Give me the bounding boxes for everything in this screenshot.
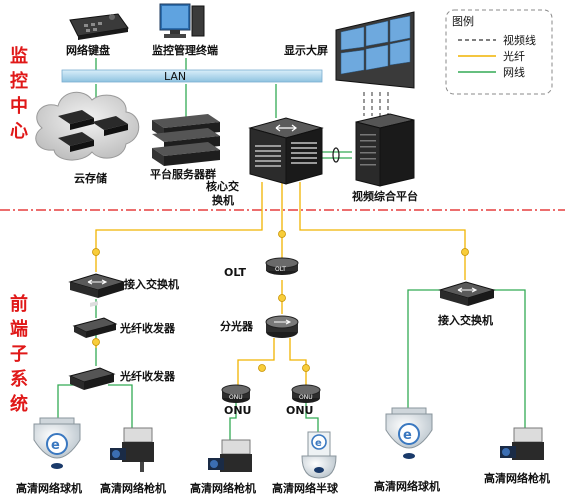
network-keyboard-label: 网络键盘 bbox=[66, 43, 110, 57]
splitter: 分光器 bbox=[220, 315, 299, 338]
legend-fiber: 光纤 bbox=[503, 49, 525, 63]
core-switch-label-line2: 换机 bbox=[212, 193, 234, 207]
section-char: 控 bbox=[10, 70, 28, 92]
onu-2-badge: ONU bbox=[299, 394, 313, 401]
legend-video-line: 视频线 bbox=[503, 33, 536, 47]
section-char: 系 bbox=[10, 369, 28, 390]
legend-lan: 网线 bbox=[503, 65, 525, 79]
bullet-camera-3 bbox=[500, 427, 544, 460]
bullet-camera-1 bbox=[110, 427, 154, 472]
onu-2-label: ONU bbox=[286, 404, 314, 417]
management-terminal: 监控管理终端 bbox=[152, 3, 218, 57]
video-platform: 视频综合平台 bbox=[352, 113, 418, 203]
management-terminal-label: 监控管理终端 bbox=[152, 43, 218, 57]
server-group-label: 平台服务器群 bbox=[150, 167, 216, 181]
section-char: 前 bbox=[10, 293, 28, 315]
fiber-transceiver-2-label: 光纤收发器 bbox=[119, 369, 176, 383]
onu-1-badge: ONU bbox=[229, 394, 243, 401]
legend: 图例 视频线 光纤 网线 bbox=[445, 9, 553, 95]
camera-2-label: 高清网络枪机 bbox=[100, 481, 166, 495]
camera-3-label: 高清网络枪机 bbox=[190, 481, 256, 495]
lan-label: LAN bbox=[164, 70, 186, 83]
camera-1-label: 高清网络球机 bbox=[16, 481, 82, 495]
access-switch-right: 接入交换机 bbox=[438, 281, 496, 327]
section-char: 统 bbox=[10, 393, 28, 415]
section-monitoring-center: 监 控 中 心 bbox=[10, 45, 28, 142]
fiber-transceiver-2: 光纤收发器 bbox=[68, 367, 176, 390]
section-frontend-subsystem: 前 端 子 系 统 bbox=[10, 293, 28, 415]
camera-4-label: 高清网络半球 bbox=[272, 481, 339, 495]
browser-e-icon: e bbox=[403, 428, 412, 443]
video-connections bbox=[363, 92, 389, 116]
core-switch-label-line1: 核心交 bbox=[206, 179, 239, 193]
onu-1-label: ONU bbox=[224, 404, 252, 417]
olt-badge: OLT bbox=[275, 266, 286, 273]
access-switch-right-label: 接入交换机 bbox=[438, 313, 493, 327]
fiber-transceiver-1-label: 光纤收发器 bbox=[119, 321, 176, 335]
browser-e-icon: e bbox=[51, 438, 60, 453]
half-dome-camera: e bbox=[301, 431, 337, 479]
legend-title: 图例 bbox=[452, 14, 474, 28]
browser-e-icon: e bbox=[315, 438, 322, 449]
dome-camera-1: e bbox=[33, 417, 81, 469]
onu-1: ONU ONU bbox=[221, 384, 252, 417]
access-switch-left-label: 接入交换机 bbox=[124, 277, 179, 291]
section-char: 中 bbox=[10, 95, 28, 117]
section-char: 子 bbox=[10, 344, 28, 365]
section-char: 端 bbox=[10, 319, 28, 340]
olt: OLT OLT bbox=[224, 257, 299, 279]
splitter-label: 分光器 bbox=[220, 319, 254, 333]
cloud-storage-label: 云存储 bbox=[74, 171, 107, 185]
video-wall: 显示大屏 bbox=[284, 11, 415, 89]
dome-camera-2: e bbox=[385, 407, 433, 459]
bullet-camera-2 bbox=[208, 439, 252, 472]
access-switch-left: 接入交换机 bbox=[68, 273, 179, 298]
camera-6-label: 高清网络枪机 bbox=[484, 471, 550, 485]
video-platform-label: 视频综合平台 bbox=[352, 189, 418, 203]
section-char: 监 bbox=[10, 45, 28, 67]
section-char: 心 bbox=[10, 121, 28, 142]
network-keyboard: 网络键盘 bbox=[66, 13, 129, 57]
core-switch: 核心交 换机 bbox=[206, 117, 324, 207]
fiber-connector-icons bbox=[92, 230, 469, 372]
fiber-transceiver-1: 光纤收发器 bbox=[72, 301, 176, 338]
onu-2: ONU ONU bbox=[286, 384, 321, 417]
server-group: 平台服务器群 bbox=[150, 114, 220, 181]
lan-bus: LAN bbox=[61, 69, 323, 83]
bundle-ring-icon bbox=[332, 147, 340, 163]
camera-5-label: 高清网络球机 bbox=[374, 479, 440, 493]
olt-label: OLT bbox=[224, 266, 247, 279]
video-wall-label: 显示大屏 bbox=[284, 43, 328, 57]
cloud-storage: 云存储 bbox=[35, 91, 140, 185]
